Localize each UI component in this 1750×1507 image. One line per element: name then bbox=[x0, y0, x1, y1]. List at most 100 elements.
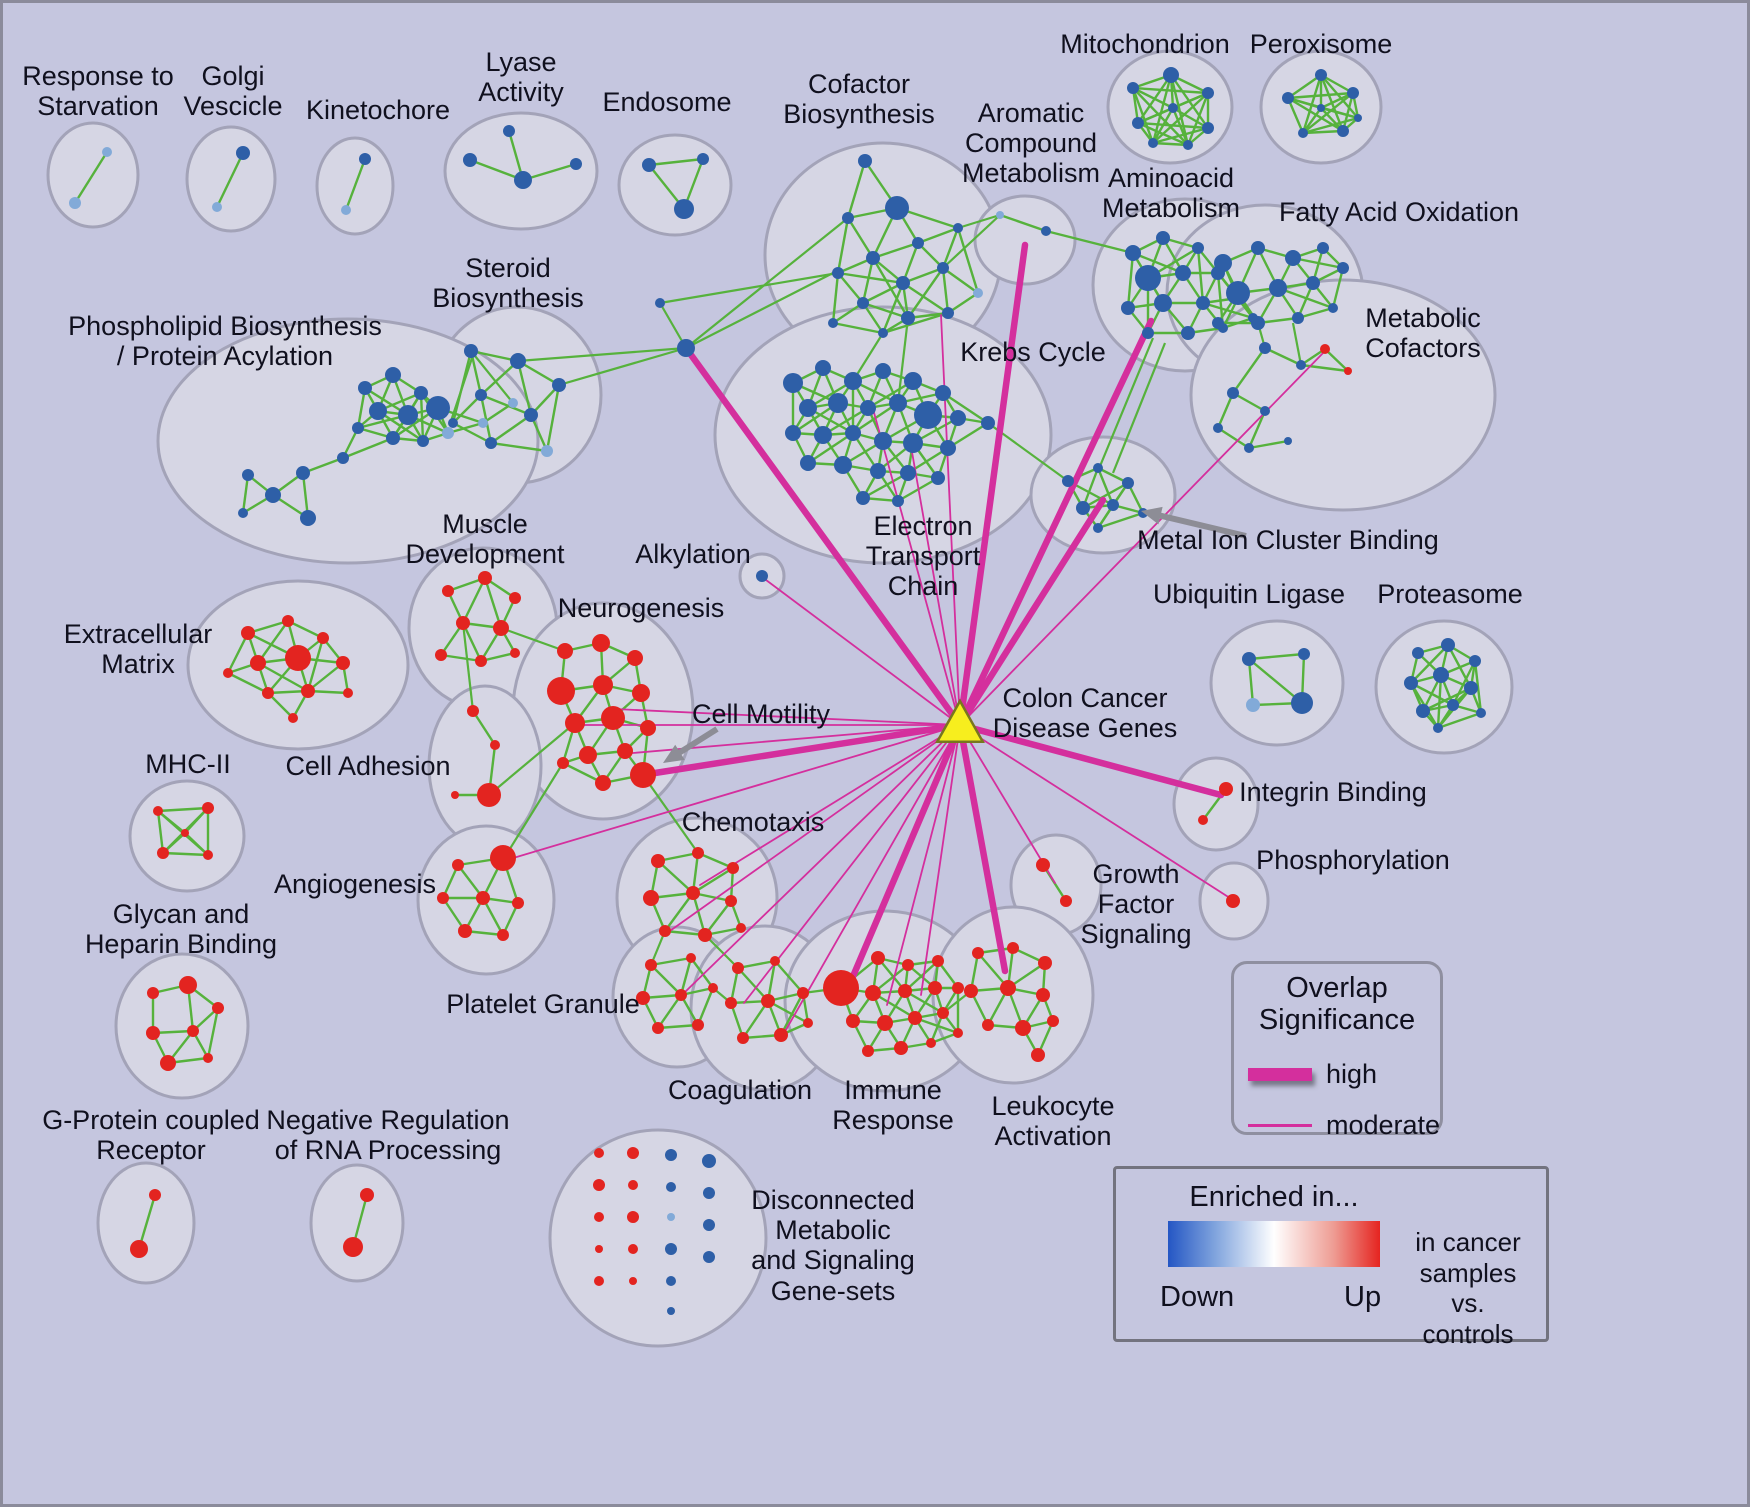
enrichment-legend: Enriched in... Down Up in cancer samples… bbox=[1113, 1166, 1549, 1349]
gene-set-node bbox=[386, 431, 400, 445]
gene-set-node bbox=[898, 984, 912, 998]
gene-set-node bbox=[1337, 262, 1349, 274]
gene-set-node bbox=[645, 959, 657, 971]
gene-set-node bbox=[725, 997, 737, 1009]
gene-overlap-edge-platelet-granule bbox=[657, 994, 682, 1029]
gene-set-node bbox=[627, 1147, 639, 1159]
gene-overlap-edge-immune-response bbox=[904, 960, 939, 992]
gene-set-node bbox=[477, 783, 501, 807]
gene-set-node bbox=[212, 202, 222, 212]
layer-hub bbox=[935, 698, 985, 744]
inter-cluster-edge bbox=[502, 762, 564, 861]
gene-overlap-edge-cofactor-biosynthesis bbox=[837, 272, 864, 304]
gene-set-node bbox=[1291, 692, 1313, 714]
gene-set-node bbox=[476, 891, 490, 905]
gene-set-node bbox=[1226, 894, 1240, 908]
gene-overlap-edge-proteasome bbox=[1410, 644, 1449, 684]
gene-overlap-edge-mitochondrion bbox=[1137, 106, 1174, 125]
gene-set-node bbox=[627, 650, 643, 666]
gene-overlap-edge-platelet-granule bbox=[696, 987, 715, 1026]
gene-set-node bbox=[1476, 708, 1486, 718]
gene-overlap-edge-phospholipid-biosynthesis bbox=[241, 474, 250, 514]
gene-set-node bbox=[996, 211, 1004, 219]
gene-set-node bbox=[241, 626, 255, 640]
gene-set-node bbox=[343, 1237, 363, 1257]
gene-set-node bbox=[937, 262, 949, 274]
gene-set-node bbox=[478, 571, 492, 585]
gene-overlap-edge-ubiquitin-ligase bbox=[1248, 652, 1305, 661]
gene-set-node bbox=[497, 929, 509, 941]
gene-set-node bbox=[417, 435, 429, 447]
gene-overlap-edge-steroid-biosynthesis bbox=[480, 393, 532, 417]
gene-set-node bbox=[1212, 317, 1224, 329]
gene-set-node bbox=[828, 318, 838, 328]
gene-set-node bbox=[931, 471, 945, 485]
gene-set-node bbox=[1192, 242, 1204, 254]
gene-set-node bbox=[1198, 815, 1208, 825]
gene-set-node bbox=[912, 237, 924, 249]
gene-set-node bbox=[942, 307, 954, 319]
gene-set-node bbox=[783, 373, 803, 393]
gene-overlap-edge-proteasome bbox=[1437, 711, 1482, 730]
gene-set-node bbox=[594, 1212, 604, 1222]
gene-set-node bbox=[1202, 122, 1214, 134]
gene-set-node bbox=[296, 466, 310, 480]
gene-set-node bbox=[1282, 92, 1294, 104]
gene-set-node bbox=[181, 829, 189, 837]
gene-overlap-edge-coagulation bbox=[767, 999, 809, 1025]
gene-set-node bbox=[398, 405, 418, 425]
gene-overlap-edge-immune-response bbox=[877, 957, 906, 992]
disease-overlap-edge-moderate bbox=[699, 724, 961, 886]
gene-set-node bbox=[708, 983, 718, 993]
gene-overlap-edge-cofactor-biosynthesis bbox=[832, 302, 864, 324]
gene-set-node bbox=[1132, 117, 1144, 129]
gene-set-node bbox=[834, 456, 852, 474]
gene-set-node bbox=[785, 425, 801, 441]
gene-set-node bbox=[828, 393, 848, 413]
gene-overlap-edge-mitochondrion bbox=[1137, 121, 1189, 147]
gene-set-node bbox=[889, 394, 907, 412]
gene-set-node bbox=[800, 455, 816, 471]
gene-set-node bbox=[595, 775, 611, 791]
gene-set-node bbox=[1296, 360, 1306, 370]
gene-set-node bbox=[337, 452, 349, 464]
gene-overlap-edge-mhc-ii bbox=[157, 810, 186, 834]
inter-cluster-edge bbox=[517, 346, 687, 363]
gene-set-node bbox=[437, 892, 449, 904]
gene-set-node bbox=[358, 381, 372, 395]
gene-overlap-edge-aminoacid-metabolism bbox=[1196, 247, 1205, 304]
gene-set-node bbox=[288, 713, 298, 723]
gene-set-node bbox=[203, 1053, 213, 1063]
gene-set-node bbox=[1337, 125, 1349, 137]
gene-overlap-edge-cofactor-biosynthesis bbox=[872, 241, 919, 260]
gene-overlap-edge-mitochondrion bbox=[1186, 92, 1210, 146]
disease-overlap-edge-moderate bbox=[614, 708, 961, 726]
gene-set-node bbox=[414, 386, 428, 400]
gene-overlap-edge-cofactor-biosynthesis bbox=[947, 292, 979, 314]
gene-overlap-edge-cofactor-biosynthesis bbox=[941, 267, 950, 314]
gene-set-node bbox=[285, 645, 311, 671]
gene-set-node bbox=[1447, 699, 1459, 711]
gene-overlap-edge-proteasome bbox=[1436, 674, 1443, 729]
gene-set-node bbox=[341, 205, 351, 215]
gene-set-node bbox=[860, 400, 876, 416]
gene-set-node bbox=[953, 223, 963, 233]
cluster-ellipse-negative-regulation-rna-processing bbox=[309, 1163, 405, 1283]
gene-overlap-edge-peroxisome bbox=[1302, 129, 1344, 135]
gene-set-node bbox=[485, 437, 497, 449]
gene-set-node bbox=[509, 592, 521, 604]
gene-set-node bbox=[541, 445, 553, 457]
gene-set-node bbox=[814, 426, 832, 444]
gene-set-node bbox=[630, 762, 656, 788]
gene-overlap-edge-immune-response bbox=[904, 989, 944, 1015]
gene-set-node bbox=[628, 1244, 638, 1254]
gene-overlap-edge-mitochondrion bbox=[1132, 86, 1209, 95]
gene-overlap-edge-lyase-activity bbox=[522, 162, 577, 182]
gene-set-node bbox=[1433, 723, 1443, 733]
gene-overlap-edge-coagulation bbox=[729, 1002, 745, 1039]
layer-magenta bbox=[502, 241, 1326, 1036]
gene-set-node bbox=[627, 1211, 639, 1223]
gene-set-node bbox=[686, 886, 700, 900]
gene-set-node bbox=[703, 1219, 715, 1231]
gene-overlap-edge-cofactor-biosynthesis bbox=[861, 257, 875, 304]
